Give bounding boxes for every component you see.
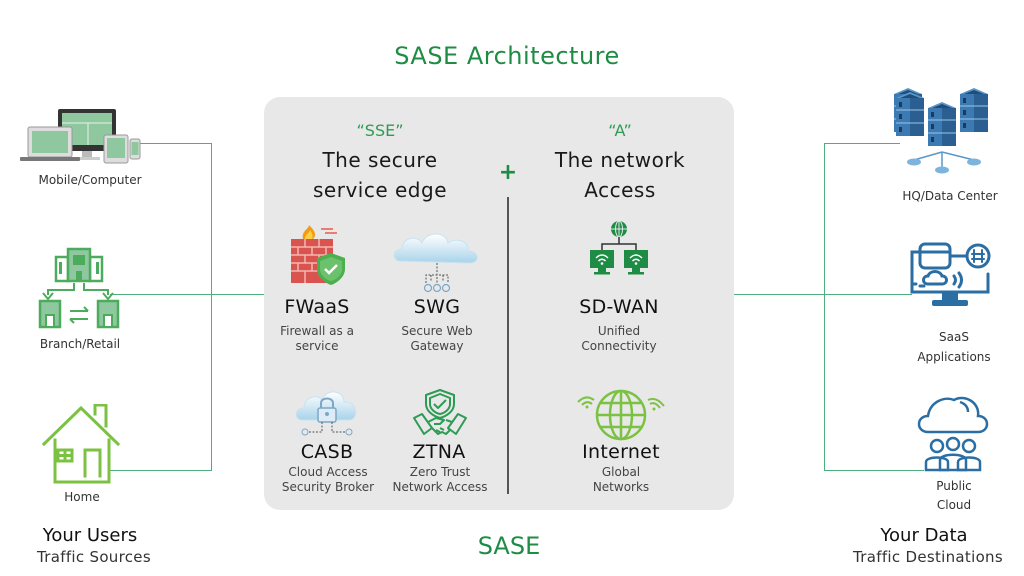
connector-line — [824, 143, 825, 471]
user-source-label: Mobile/Computer — [38, 173, 142, 187]
connector-line — [138, 143, 212, 144]
user-source-branch-retail — [36, 245, 122, 331]
service-desc-line1: Cloud Access — [288, 465, 368, 479]
sse-heading-line1: The secure — [322, 148, 438, 172]
connector-line — [110, 470, 212, 471]
house-icon — [40, 404, 122, 484]
service-abbr: CASB — [300, 441, 354, 463]
service-abbr: SD-WAN — [579, 296, 659, 318]
user-source-home — [40, 404, 122, 484]
service-abbr: SWG — [413, 296, 461, 318]
service-abbr: Internet — [582, 441, 660, 463]
service-desc-line1: Unified — [597, 324, 641, 338]
data-dest-label-line1: SaaS — [939, 330, 969, 344]
firewall-shield-icon — [287, 225, 351, 289]
access-heading-line1: The network — [554, 148, 686, 172]
service-fwaas — [272, 225, 366, 289]
handshake-shield-icon — [412, 388, 468, 440]
user-source-mobile-computer — [18, 105, 146, 165]
branch-buildings-icon — [36, 245, 122, 331]
data-dest-label-line2: Applications — [917, 350, 991, 364]
connector-line — [734, 294, 912, 295]
service-abbr: ZTNA — [412, 441, 466, 463]
sase-footer-label: SASE — [477, 532, 541, 560]
connector-line — [110, 294, 264, 295]
service-casb — [294, 384, 360, 440]
sse-heading-line2: service edge — [313, 178, 447, 202]
users-subheading: Traffic Sources — [37, 548, 151, 566]
service-desc-line2: service — [295, 339, 339, 353]
user-source-label: Home — [64, 490, 100, 504]
data-dest-hq-datacenter — [894, 88, 1004, 180]
connector-line — [824, 470, 924, 471]
cloud-lock-icon — [294, 384, 360, 440]
service-desc-line2: Security Broker — [281, 480, 375, 494]
service-sdwan — [588, 220, 650, 280]
service-desc-line1: Global — [601, 465, 641, 479]
devices-icon — [18, 105, 146, 165]
user-source-label: Branch/Retail — [39, 337, 121, 351]
data-heading: Your Data — [880, 525, 968, 546]
globe-wifi-icon — [574, 388, 668, 442]
data-dest-label-line1: Public — [936, 479, 972, 493]
service-desc-line2: Network Access — [392, 480, 488, 494]
service-desc-line2: Gateway — [410, 339, 464, 353]
service-desc-line1: Firewall as a — [280, 324, 354, 338]
sdwan-network-icon — [588, 220, 650, 280]
cloud-network-icon — [390, 225, 484, 295]
service-abbr: FWaaS — [284, 296, 350, 318]
access-quote: “A” — [608, 121, 632, 140]
plus-sign: + — [498, 160, 518, 185]
users-heading: Your Users — [42, 525, 138, 546]
diagram-title: SASE Architecture — [394, 42, 620, 70]
service-desc-line2: Networks — [592, 480, 650, 494]
public-cloud-icon — [914, 392, 992, 474]
service-desc-line2: Connectivity — [581, 339, 657, 353]
access-heading-line2: Access — [584, 178, 656, 202]
sase-panel — [264, 97, 734, 510]
connector-line — [211, 143, 212, 471]
sse-quote: “SSE” — [356, 121, 404, 140]
servers-icon — [894, 88, 1004, 180]
service-desc-line1: Secure Web — [401, 324, 473, 338]
connector-line — [824, 143, 900, 144]
service-internet — [574, 388, 668, 442]
data-dest-label-line2: Cloud — [936, 498, 972, 512]
service-desc-line1: Zero Trust — [409, 465, 471, 479]
saas-monitor-icon — [908, 240, 996, 310]
service-swg — [390, 225, 484, 295]
data-dest-label: HQ/Data Center — [902, 189, 998, 203]
data-dest-saas — [908, 240, 996, 310]
panel-divider — [507, 197, 509, 494]
service-ztna — [412, 388, 468, 440]
data-subheading: Traffic Destinations — [853, 548, 1003, 566]
data-dest-public-cloud — [914, 392, 992, 474]
